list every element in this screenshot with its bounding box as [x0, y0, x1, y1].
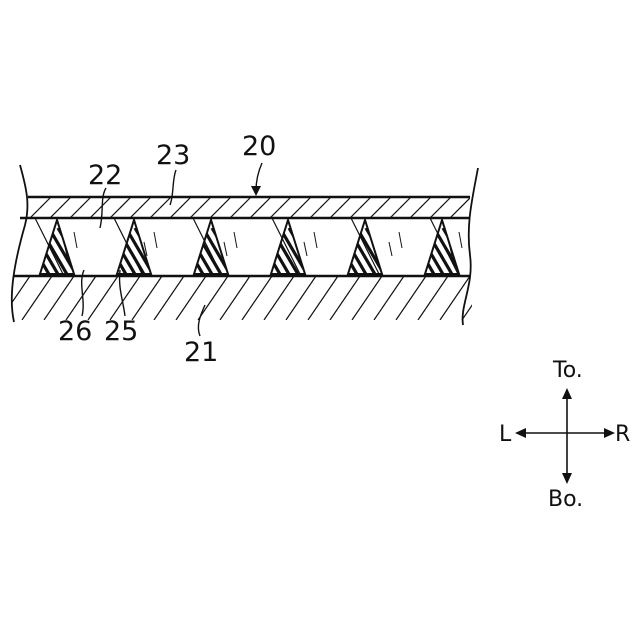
dash-mark: [120, 205, 123, 208]
base-hatch-line: [286, 276, 316, 320]
base-hatch-line: [154, 276, 184, 320]
prism-stripe: [321, 228, 349, 276]
dash-mark: [280, 205, 283, 208]
arrow-right-icon: [604, 428, 615, 438]
layer-boundaries: [14, 197, 470, 276]
dash-mark: [160, 205, 163, 208]
dash-mark: [420, 205, 423, 208]
break-lines: [12, 165, 478, 325]
prism-stripe: [244, 228, 272, 276]
base-hatch-line: [308, 276, 338, 320]
dash-mark: [180, 205, 183, 208]
base-hatch-line: [132, 276, 162, 320]
label-23: 23: [156, 140, 190, 171]
dash-mark: [340, 205, 343, 208]
layer-22: [35, 218, 462, 276]
prism-stripe: [398, 228, 426, 276]
dash-mark: [300, 205, 303, 208]
prism-stripe: [22, 228, 50, 276]
dash-mark: [320, 205, 323, 208]
prism-stripe: [407, 228, 435, 276]
dash-mark: [380, 205, 383, 208]
reference-labels: 20 23 22 26 25 21: [58, 131, 276, 368]
arrow-up-icon: [562, 388, 572, 399]
dash-mark: [80, 205, 83, 208]
label-26: 26: [58, 316, 92, 347]
compass-left-label: L: [499, 422, 512, 447]
label-20: 20: [242, 131, 276, 162]
label-22: 22: [88, 160, 122, 191]
dash-mark: [400, 205, 403, 208]
mid-tick: [74, 232, 77, 248]
dash-mark: [40, 205, 43, 208]
base-hatch-line: [22, 276, 52, 320]
mid-tick: [459, 232, 462, 248]
base-hatch-line: [264, 276, 294, 320]
layer-21: [0, 276, 536, 320]
orientation-compass: To. Bo. L R: [499, 358, 630, 512]
mid-tick: [154, 232, 157, 248]
prism-stripe: [90, 228, 118, 276]
label-21: 21: [184, 337, 218, 368]
base-hatch-line: [352, 276, 382, 320]
dash-mark: [260, 205, 263, 208]
base-hatch-line: [418, 276, 448, 320]
mid-tick: [314, 232, 317, 248]
compass-top-label: To.: [552, 358, 583, 383]
prism-elements: [13, 220, 480, 276]
base-hatch-line: [220, 276, 250, 320]
mid-tick: [224, 242, 227, 256]
dash-mark: [200, 205, 203, 208]
dash-mark: [60, 205, 63, 208]
compass-bottom-label: Bo.: [548, 487, 583, 512]
prism-stripe: [176, 228, 204, 276]
prism-stripe: [253, 228, 281, 276]
base-hatch-line: [242, 276, 272, 320]
mid-tick: [304, 242, 307, 256]
dash-mark: [220, 205, 223, 208]
base-hatch-line: [374, 276, 404, 320]
hatch-line: [470, 197, 491, 218]
base-hatch-line: [484, 276, 514, 320]
dash-mark: [140, 205, 143, 208]
dash-mark: [360, 205, 363, 208]
base-hatch-line: [396, 276, 426, 320]
base-hatch-line: [506, 276, 536, 320]
dash-mark: [440, 205, 443, 208]
arrow-down-icon: [562, 473, 572, 484]
prism-25: [244, 220, 326, 276]
dash-mark: [240, 205, 243, 208]
prism-25: [13, 220, 95, 276]
base-hatch-line: [0, 276, 30, 320]
compass-right-label: R: [615, 422, 630, 447]
label-25: 25: [104, 316, 138, 347]
base-hatch-line: [330, 276, 360, 320]
prism-25: [398, 220, 480, 276]
arrow-left-icon: [515, 428, 526, 438]
mid-tick: [389, 242, 392, 256]
prism-25: [90, 220, 172, 276]
mid-tick: [234, 232, 237, 248]
base-hatch-line: [44, 276, 74, 320]
dash-mark: [460, 205, 463, 208]
prism-stripe: [167, 228, 195, 276]
base-hatch-line: [88, 276, 118, 320]
prism-stripe: [330, 228, 358, 276]
mid-tick: [399, 232, 402, 248]
hatch-line: [490, 197, 511, 218]
mid-slant-line: [351, 218, 380, 276]
base-hatch-line: [198, 276, 228, 320]
